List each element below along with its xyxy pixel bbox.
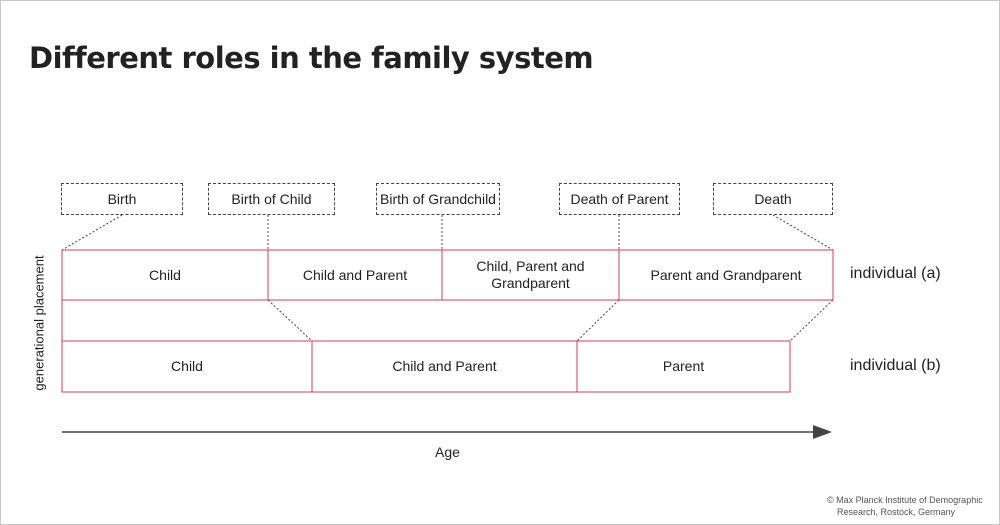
credit-line-1: © Max Planck Institute of Demographic <box>827 495 983 505</box>
event-birth-of-child: Birth of Child <box>208 183 335 215</box>
credit-line-2: Research, Rostock, Germany <box>837 507 956 517</box>
y-axis-label: generational placement <box>31 255 47 391</box>
event-death-of-parent: Death of Parent <box>559 183 680 215</box>
role-a-child: Child <box>149 266 181 283</box>
connector-a-b-1 <box>267 299 313 342</box>
event-birth-of-grandchild: Birth of Grandchild <box>376 183 500 215</box>
role-a-child-parent-grandparent: Child, Parent and Grandparent <box>476 258 585 291</box>
row-a-band <box>61 249 834 301</box>
connector-a-b-2 <box>576 299 620 342</box>
role-b-child: Child <box>171 358 203 374</box>
individual-b-label: individual (b) <box>850 357 941 374</box>
role-b-child-and-parent: Child and Parent <box>392 358 497 374</box>
role-a-child-and-parent: Child and Parent <box>302 266 408 283</box>
age-axis-arrowhead <box>813 425 832 439</box>
copyright-credit: © Max Planck Institute of Demographic Re… <box>827 494 997 518</box>
role-b-parent: Parent <box>662 358 705 374</box>
role-a-parent-and-grandparent: Parent and Grandparent <box>650 266 802 283</box>
event-birth: Birth <box>61 183 183 215</box>
connector-death <box>772 214 834 251</box>
connector-birth <box>61 214 123 251</box>
individual-a-label: individual (a) <box>850 265 941 282</box>
event-death: Death <box>713 183 833 215</box>
diagram-title: Different roles in the family system <box>29 41 594 75</box>
connector-a-b-3 <box>789 299 834 342</box>
x-axis-label: Age <box>435 444 460 460</box>
row-b-band <box>61 340 791 393</box>
